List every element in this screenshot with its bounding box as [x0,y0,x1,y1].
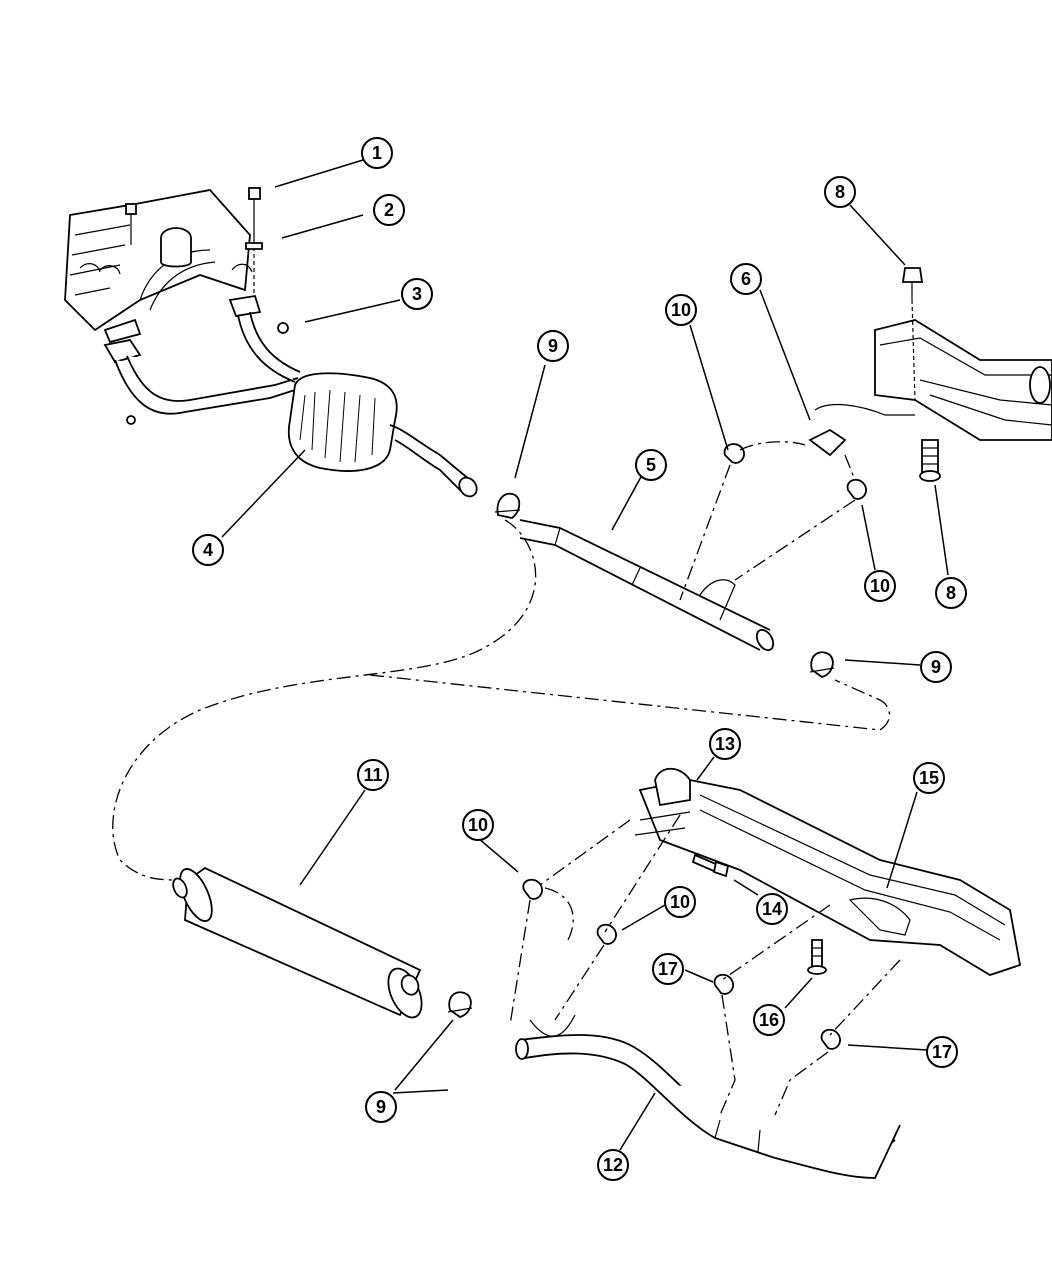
callout-16: 16 [753,1004,785,1036]
svg-text:1: 1 [372,143,382,163]
routing-line [112,519,537,881]
leader-lines [221,159,949,1151]
routing-line [544,887,574,941]
svg-text:11: 11 [363,765,382,785]
svg-text:17: 17 [658,959,678,979]
callout-8: 8 [935,577,967,609]
svg-text:9: 9 [376,1097,386,1117]
svg-text:10: 10 [468,815,488,835]
routing-line [369,674,891,731]
catalytic-converter [287,372,478,498]
routing-line [829,959,901,1036]
svg-text:10: 10 [671,300,691,320]
svg-text:5: 5 [646,455,656,475]
tailpipe [515,1014,901,1179]
routing-line [554,944,605,1021]
svg-text:3: 3 [412,284,422,304]
bolt-icon [691,853,827,975]
bolt-icon [901,267,941,482]
callout-9: 9 [537,330,569,362]
rear-frame [634,767,1022,976]
svg-text:15: 15 [919,768,939,788]
callout-11: 11 [357,759,389,791]
svg-text:9: 9 [931,657,941,677]
frame-bracket-upper [808,319,1052,457]
svg-text:12: 12 [603,1155,623,1175]
bolt-icon [125,187,289,425]
callout-14: 14 [756,893,788,925]
callout-9: 9 [920,651,952,683]
exhaust-manifold [103,294,301,415]
svg-text:8: 8 [835,182,845,202]
routing-line [734,499,856,581]
hanger-icon [723,443,867,500]
routing-line [719,994,736,1116]
intermediate-pipe [519,519,775,652]
svg-text:16: 16 [759,1010,779,1030]
svg-text:9: 9 [548,336,558,356]
routing-line [774,1051,829,1116]
hanger-icon [522,878,841,1050]
routing-line [721,904,831,981]
svg-text:8: 8 [946,583,956,603]
callout-8: 8 [824,176,856,208]
callout-10: 10 [665,294,697,326]
routing-line [539,819,631,886]
routing-line [739,441,806,451]
callout-3: 3 [401,278,433,310]
svg-text:13: 13 [715,734,735,754]
routing-line [604,814,681,933]
callout-10: 10 [864,570,896,602]
svg-text:2: 2 [384,200,394,220]
svg-text:10: 10 [870,576,890,596]
callout-17: 17 [652,953,684,985]
svg-text:6: 6 [741,269,751,289]
callout-10: 10 [462,809,494,841]
svg-text:10: 10 [670,892,690,912]
callout-17: 17 [926,1036,958,1068]
callout-1: 1 [361,137,393,169]
callout-4: 4 [192,534,224,566]
callout-12: 12 [597,1149,629,1181]
routing-line [844,454,856,481]
clamp-icon [447,492,835,1018]
engine-block [64,189,253,332]
callout-15: 15 [913,762,945,794]
callout-6: 6 [730,263,762,295]
muffler [172,866,423,1019]
routing-line [679,464,731,601]
callout-9: 9 [365,1091,397,1123]
svg-text:14: 14 [762,899,782,919]
routing-line [509,899,531,1026]
svg-text:17: 17 [932,1042,952,1062]
callout-2: 2 [373,194,405,226]
svg-text:4: 4 [203,540,213,560]
callout-5: 5 [635,449,667,481]
callout-13: 13 [709,728,741,760]
callout-10: 10 [664,886,696,918]
